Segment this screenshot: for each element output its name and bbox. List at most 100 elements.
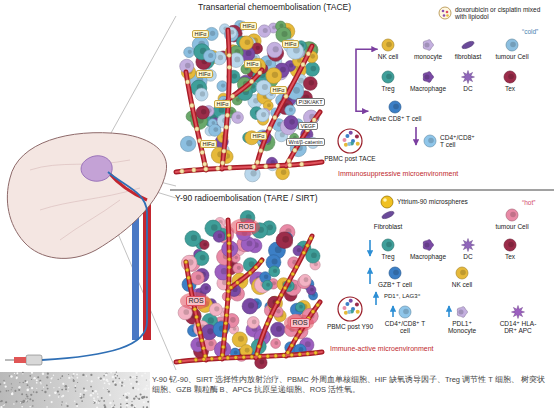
particle bbox=[200, 150, 204, 154]
legend-sample bbox=[438, 6, 452, 20]
particle bbox=[223, 329, 227, 333]
noise bbox=[98, 377, 100, 379]
particle bbox=[218, 356, 222, 360]
noise bbox=[146, 385, 148, 387]
particle bbox=[227, 65, 231, 69]
noise bbox=[127, 392, 128, 393]
noise bbox=[44, 391, 46, 393]
cell-label: Macrophage bbox=[410, 253, 446, 260]
noise bbox=[143, 389, 144, 390]
noise bbox=[107, 380, 109, 382]
particle bbox=[250, 355, 254, 359]
particle bbox=[259, 259, 263, 263]
noise bbox=[103, 404, 105, 406]
particle bbox=[306, 244, 310, 248]
noise bbox=[95, 390, 98, 393]
particle bbox=[178, 360, 182, 364]
particle bbox=[227, 53, 231, 57]
noise bbox=[121, 385, 123, 387]
noise bbox=[24, 380, 26, 382]
noise bbox=[130, 383, 132, 385]
noise bbox=[76, 374, 78, 376]
legend-sample bbox=[380, 195, 394, 209]
noise bbox=[136, 376, 138, 378]
cell-icon bbox=[455, 266, 469, 280]
tag-label: PI3K/AKT bbox=[296, 98, 325, 106]
particle bbox=[314, 351, 318, 355]
noise bbox=[109, 402, 111, 404]
noise bbox=[138, 383, 140, 385]
noise bbox=[36, 391, 38, 393]
noise bbox=[135, 388, 136, 389]
noise bbox=[3, 380, 4, 381]
cell-key: monocyte bbox=[414, 38, 442, 60]
particle bbox=[266, 354, 270, 358]
noise bbox=[62, 395, 64, 397]
tumour-cell bbox=[284, 116, 298, 130]
particle bbox=[276, 300, 280, 304]
noise bbox=[126, 396, 128, 398]
particle bbox=[306, 52, 310, 56]
text-label: “cold” bbox=[522, 28, 538, 35]
noise bbox=[73, 380, 75, 382]
blood-sample: PBMC post Y90 bbox=[327, 296, 373, 330]
tumour-cell bbox=[200, 240, 209, 249]
particle bbox=[300, 162, 304, 166]
noise bbox=[131, 404, 134, 407]
change-arrow bbox=[356, 49, 378, 111]
particle bbox=[230, 94, 234, 98]
particle bbox=[290, 353, 294, 357]
noise bbox=[121, 381, 123, 383]
noise bbox=[49, 394, 51, 396]
particle bbox=[301, 62, 305, 66]
noise bbox=[33, 391, 34, 392]
tumour-cell bbox=[256, 109, 269, 122]
noise bbox=[37, 376, 39, 378]
noise bbox=[133, 397, 135, 399]
noise bbox=[93, 400, 95, 402]
cell-icon bbox=[423, 134, 437, 148]
particle bbox=[294, 337, 298, 341]
noise bbox=[46, 406, 48, 408]
noise bbox=[98, 402, 100, 404]
noise bbox=[21, 406, 23, 408]
noise bbox=[74, 387, 76, 389]
particle bbox=[226, 356, 230, 360]
legend-text: doxorubicin or cisplatin mixed with lipi… bbox=[455, 6, 553, 21]
blob-icon bbox=[421, 70, 435, 84]
noise bbox=[123, 395, 124, 396]
noise bbox=[36, 382, 38, 384]
noise bbox=[18, 389, 20, 391]
particle bbox=[258, 355, 262, 359]
particle bbox=[224, 125, 228, 129]
noise bbox=[81, 400, 83, 402]
noise bbox=[14, 373, 15, 374]
noise bbox=[42, 390, 43, 391]
noise bbox=[15, 400, 17, 402]
cell-icon bbox=[381, 70, 395, 84]
cell-label: fibroblast bbox=[455, 53, 481, 60]
cell-icon bbox=[381, 238, 395, 252]
cell-label: PBMC post TACE bbox=[324, 155, 375, 162]
noise bbox=[27, 384, 29, 386]
cell-key: Treg bbox=[381, 238, 395, 260]
tumour-cell bbox=[180, 136, 195, 151]
tumour-cell bbox=[267, 42, 282, 57]
cell-label: GZB⁺ T cell bbox=[378, 281, 412, 288]
tumour-cell bbox=[185, 231, 201, 247]
noise bbox=[96, 402, 97, 403]
tag-label: HIFα bbox=[250, 132, 267, 140]
noise bbox=[114, 384, 116, 386]
noise bbox=[96, 406, 98, 408]
noise bbox=[112, 406, 114, 408]
noise bbox=[47, 373, 49, 375]
tumour-cell bbox=[271, 322, 286, 337]
noise bbox=[107, 388, 108, 389]
particle bbox=[220, 161, 224, 165]
tag-label: HIFα bbox=[282, 40, 299, 48]
tumour-cell bbox=[271, 339, 281, 349]
particle bbox=[286, 351, 290, 355]
noise bbox=[61, 401, 63, 403]
noise bbox=[103, 400, 105, 402]
